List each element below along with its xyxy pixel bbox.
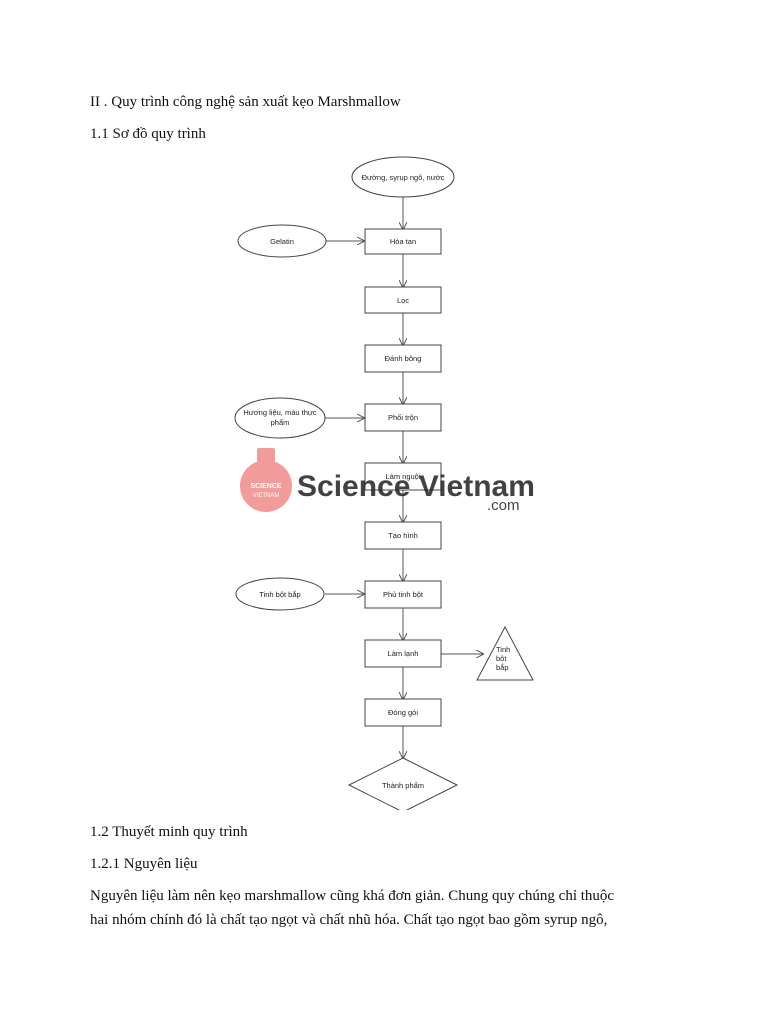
step-label: Phối trộn (388, 413, 418, 422)
input-starch-label: Tinh bột bắp (259, 590, 300, 599)
step-label: Đánh bông (385, 354, 422, 363)
step-label: Làm nguội (385, 472, 420, 481)
triangle-label: bột (496, 654, 507, 663)
paragraph-line: Nguyên liệu làm nên kẹo marshmallow cũng… (90, 888, 615, 904)
step-label: Lọc (397, 296, 409, 305)
triangle-label: bắp (496, 663, 509, 672)
triangle-label: Tinh (496, 645, 510, 654)
output-triangle (476, 625, 534, 681)
flask-neck (257, 448, 275, 462)
watermark: SCIENCE VIETNAM Science Vietnam .com (240, 448, 535, 514)
input-flavor (234, 397, 326, 439)
step-box (364, 286, 442, 314)
flow-arrows (325, 197, 483, 758)
ingredients-paragraph: Nguyên liệu làm nên kẹo marshmallow cũng… (90, 884, 690, 932)
logo-line2: VIETNAM (253, 493, 280, 499)
flask-logo-icon (240, 460, 292, 512)
step-label: Tạo hình (388, 531, 418, 540)
step-label: Làm lạnh (388, 649, 419, 658)
explain-heading: 1.2 Thuyết minh quy trình (90, 824, 248, 840)
section-heading: II . Quy trình công nghệ sản xuất kẹo Ma… (90, 94, 401, 110)
step-box (364, 403, 442, 432)
watermark-suffix: .com (487, 497, 520, 514)
input-gelatin-label: Gelatin (270, 237, 294, 246)
step-box (364, 639, 442, 668)
step-box (364, 698, 442, 727)
step-label: Đóng gói (388, 708, 418, 717)
paragraph-line: hai nhóm chính đó là chất tạo ngọt và ch… (90, 912, 608, 928)
step-label: Hòa tan (390, 237, 416, 246)
logo-line1: SCIENCE (250, 483, 281, 490)
step-label: Phủ tinh bột (383, 590, 424, 599)
end-diamond (347, 757, 459, 810)
start-label: Đường, syrup ngô, nước (362, 173, 445, 182)
input-flavor-label: Hương liệu, màu thực (243, 408, 317, 417)
watermark-name: Science Vietnam (297, 470, 535, 503)
ingredients-heading: 1.2.1 Nguyên liệu (90, 856, 198, 872)
diagram-heading: 1.1 Sơ đồ quy trình (90, 126, 206, 142)
input-gelatin (237, 224, 327, 258)
end-label: Thành phẩm (382, 781, 424, 790)
input-flavor-label: phẩm (271, 418, 290, 427)
step-box (364, 462, 442, 491)
input-starch (235, 577, 325, 611)
step-box (364, 521, 442, 550)
process-flowchart: Đường, syrup ngô, nước Hòa tan Lọc Đánh … (234, 156, 535, 810)
step-box (364, 344, 442, 373)
step-box (364, 228, 442, 255)
step-box (364, 580, 442, 609)
